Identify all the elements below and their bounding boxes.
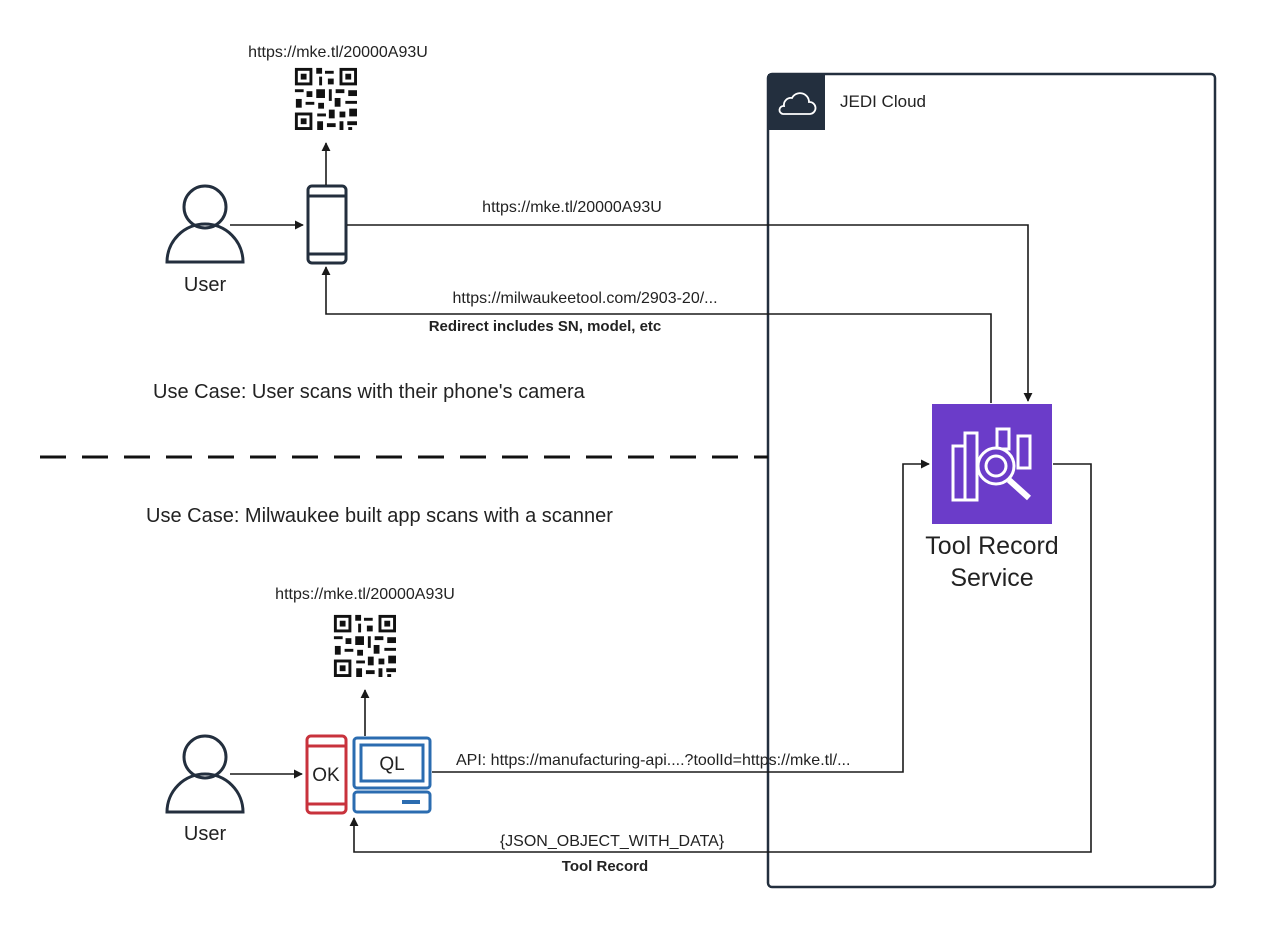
use-case-2-label: Use Case: Milwaukee built app scans with…	[146, 505, 613, 527]
cloud-group: JEDI Cloud	[766, 72, 1217, 889]
redirect-url: https://milwaukeetool.com/2903-20/...	[452, 290, 717, 307]
cloud-icon	[778, 92, 817, 115]
top-qr-url: https://mke.tl/20000A93U	[248, 44, 428, 61]
scanner-pc-icon	[352, 736, 432, 814]
api-response-arrow	[349, 463, 1092, 853]
top-request-url: https://mke.tl/20000A93U	[482, 199, 662, 216]
use-case-1-label: Use Case: User scans with their phone's …	[153, 381, 586, 403]
phone-to-service-arrow	[347, 224, 1033, 402]
scanner-pc-label: QL	[379, 754, 404, 775]
top-qr-code	[292, 65, 360, 133]
search-index-icon	[951, 427, 1032, 502]
service-label-line1: Tool Record	[925, 532, 1058, 560]
tool-record-service[interactable]: Tool Record Service	[925, 404, 1059, 592]
service-label-line2: Service	[950, 564, 1033, 592]
scanner-phone-icon	[305, 734, 348, 815]
bottom-user-icon	[165, 734, 245, 814]
api-request-arrow	[432, 459, 930, 773]
top-user-icon	[165, 184, 245, 264]
bottom-qr-url: https://mke.tl/20000A93U	[275, 586, 455, 603]
response-payload: {JSON_OBJECT_WITH_DATA}	[500, 833, 725, 850]
response-note: Tool Record	[562, 858, 648, 875]
cloud-title: JEDI Cloud	[840, 92, 926, 111]
bottom-qr-code	[331, 612, 399, 680]
cloud-header-badge	[768, 74, 825, 130]
service-redirect-arrow	[321, 266, 992, 403]
bottom-user-label: User	[184, 823, 227, 845]
cloud-boundary	[766, 72, 1217, 889]
api-call-text: API: https://manufacturing-api....?toolI…	[456, 752, 850, 769]
top-user-label: User	[184, 274, 227, 296]
top-phone-icon	[306, 184, 348, 265]
redirect-note: Redirect includes SN, model, etc	[429, 318, 662, 335]
scanner-phone-label: OK	[312, 765, 340, 786]
